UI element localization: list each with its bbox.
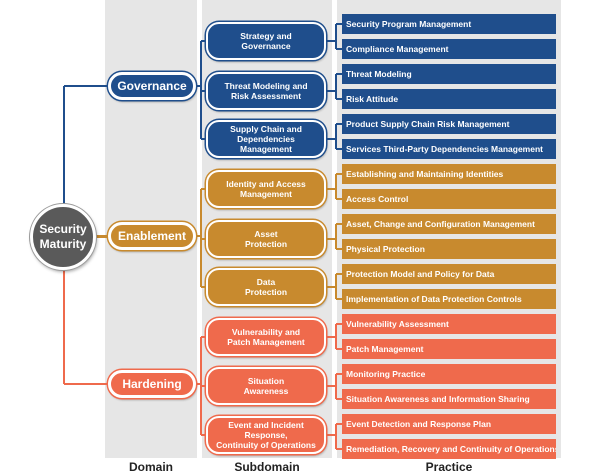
subdomain-label: Supply Chain and Dependencies Management: [230, 124, 302, 154]
practice-patch-management: Patch Management: [342, 339, 556, 359]
domain-label: Governance: [117, 79, 187, 93]
practice-implementation-of-data-protection-controls: Implementation of Data Protection Contro…: [342, 289, 556, 309]
subdomain-hardening-1: Vulnerability and Patch Management: [206, 318, 326, 356]
subdomain-hardening-3: Event and Incident Response, Continuity …: [206, 416, 326, 454]
practice-vulnerability-assessment: Vulnerability Assessment: [342, 314, 556, 334]
subdomain-governance-1: Strategy and Governance: [206, 22, 326, 60]
practice-asset-change-and-configuration-management: Asset, Change and Configuration Manageme…: [342, 214, 556, 234]
practice-security-program-management: Security Program Management: [342, 14, 556, 34]
practice-threat-modeling: Threat Modeling: [342, 64, 556, 84]
column-label-practice: Practice: [425, 460, 473, 474]
subdomain-label: Asset Protection: [244, 229, 288, 249]
domain-governance: Governance: [108, 72, 196, 100]
column-label-domain: Domain: [128, 460, 173, 474]
subdomain-hardening-2: Situation Awareness: [206, 367, 326, 405]
column-label-subdomain: Subdomain: [234, 460, 300, 474]
subdomain-label: Strategy and Governance: [240, 31, 292, 51]
domain-enablement: Enablement: [108, 222, 196, 250]
subdomain-enablement-1: Identity and Access Management: [206, 170, 326, 208]
subdomain-enablement-3: Data Protection: [206, 268, 326, 306]
subdomain-label: Situation Awareness: [243, 376, 289, 396]
practice-situation-awareness-and-information-sharing: Situation Awareness and Information Shar…: [342, 389, 556, 409]
practice-risk-attitude: Risk Attitude: [342, 89, 556, 109]
practice-services-third-party-dependencies-management: Services Third-Party Dependencies Manage…: [342, 139, 556, 159]
practice-establishing-and-maintaining-identities: Establishing and Maintaining Identities: [342, 164, 556, 184]
practice-event-detection-and-response-plan: Event Detection and Response Plan: [342, 414, 556, 434]
practice-access-control: Access Control: [342, 189, 556, 209]
practice-protection-model-and-policy-for-data: Protection Model and Policy for Data: [342, 264, 556, 284]
subdomain-governance-3: Supply Chain and Dependencies Management: [206, 120, 326, 158]
practice-compliance-management: Compliance Management: [342, 39, 556, 59]
root-node-security-maturity: Security Maturity: [30, 204, 96, 270]
subdomain-label: Vulnerability and Patch Management: [227, 327, 305, 347]
practice-product-supply-chain-risk-management: Product Supply Chain Risk Management: [342, 114, 556, 134]
subdomain-governance-2: Threat Modeling and Risk Assessment: [206, 72, 326, 110]
practice-monitoring-practice: Monitoring Practice: [342, 364, 556, 384]
practice-remediation-recovery-and-continuity-of-operations: Remediation, Recovery and Continuity of …: [342, 439, 556, 459]
domain-label: Hardening: [122, 377, 182, 391]
subdomain-label: Event and Incident Response, Continuity …: [216, 420, 316, 450]
subdomain-label: Identity and Access Management: [226, 179, 306, 199]
subdomain-label: Threat Modeling and Risk Assessment: [224, 81, 308, 101]
root-label: Security Maturity: [39, 222, 87, 251]
subdomain-label: Data Protection: [244, 277, 288, 297]
subdomain-enablement-2: Asset Protection: [206, 220, 326, 258]
domain-hardening: Hardening: [108, 370, 196, 398]
domain-label: Enablement: [117, 229, 186, 243]
practice-physical-protection: Physical Protection: [342, 239, 556, 259]
